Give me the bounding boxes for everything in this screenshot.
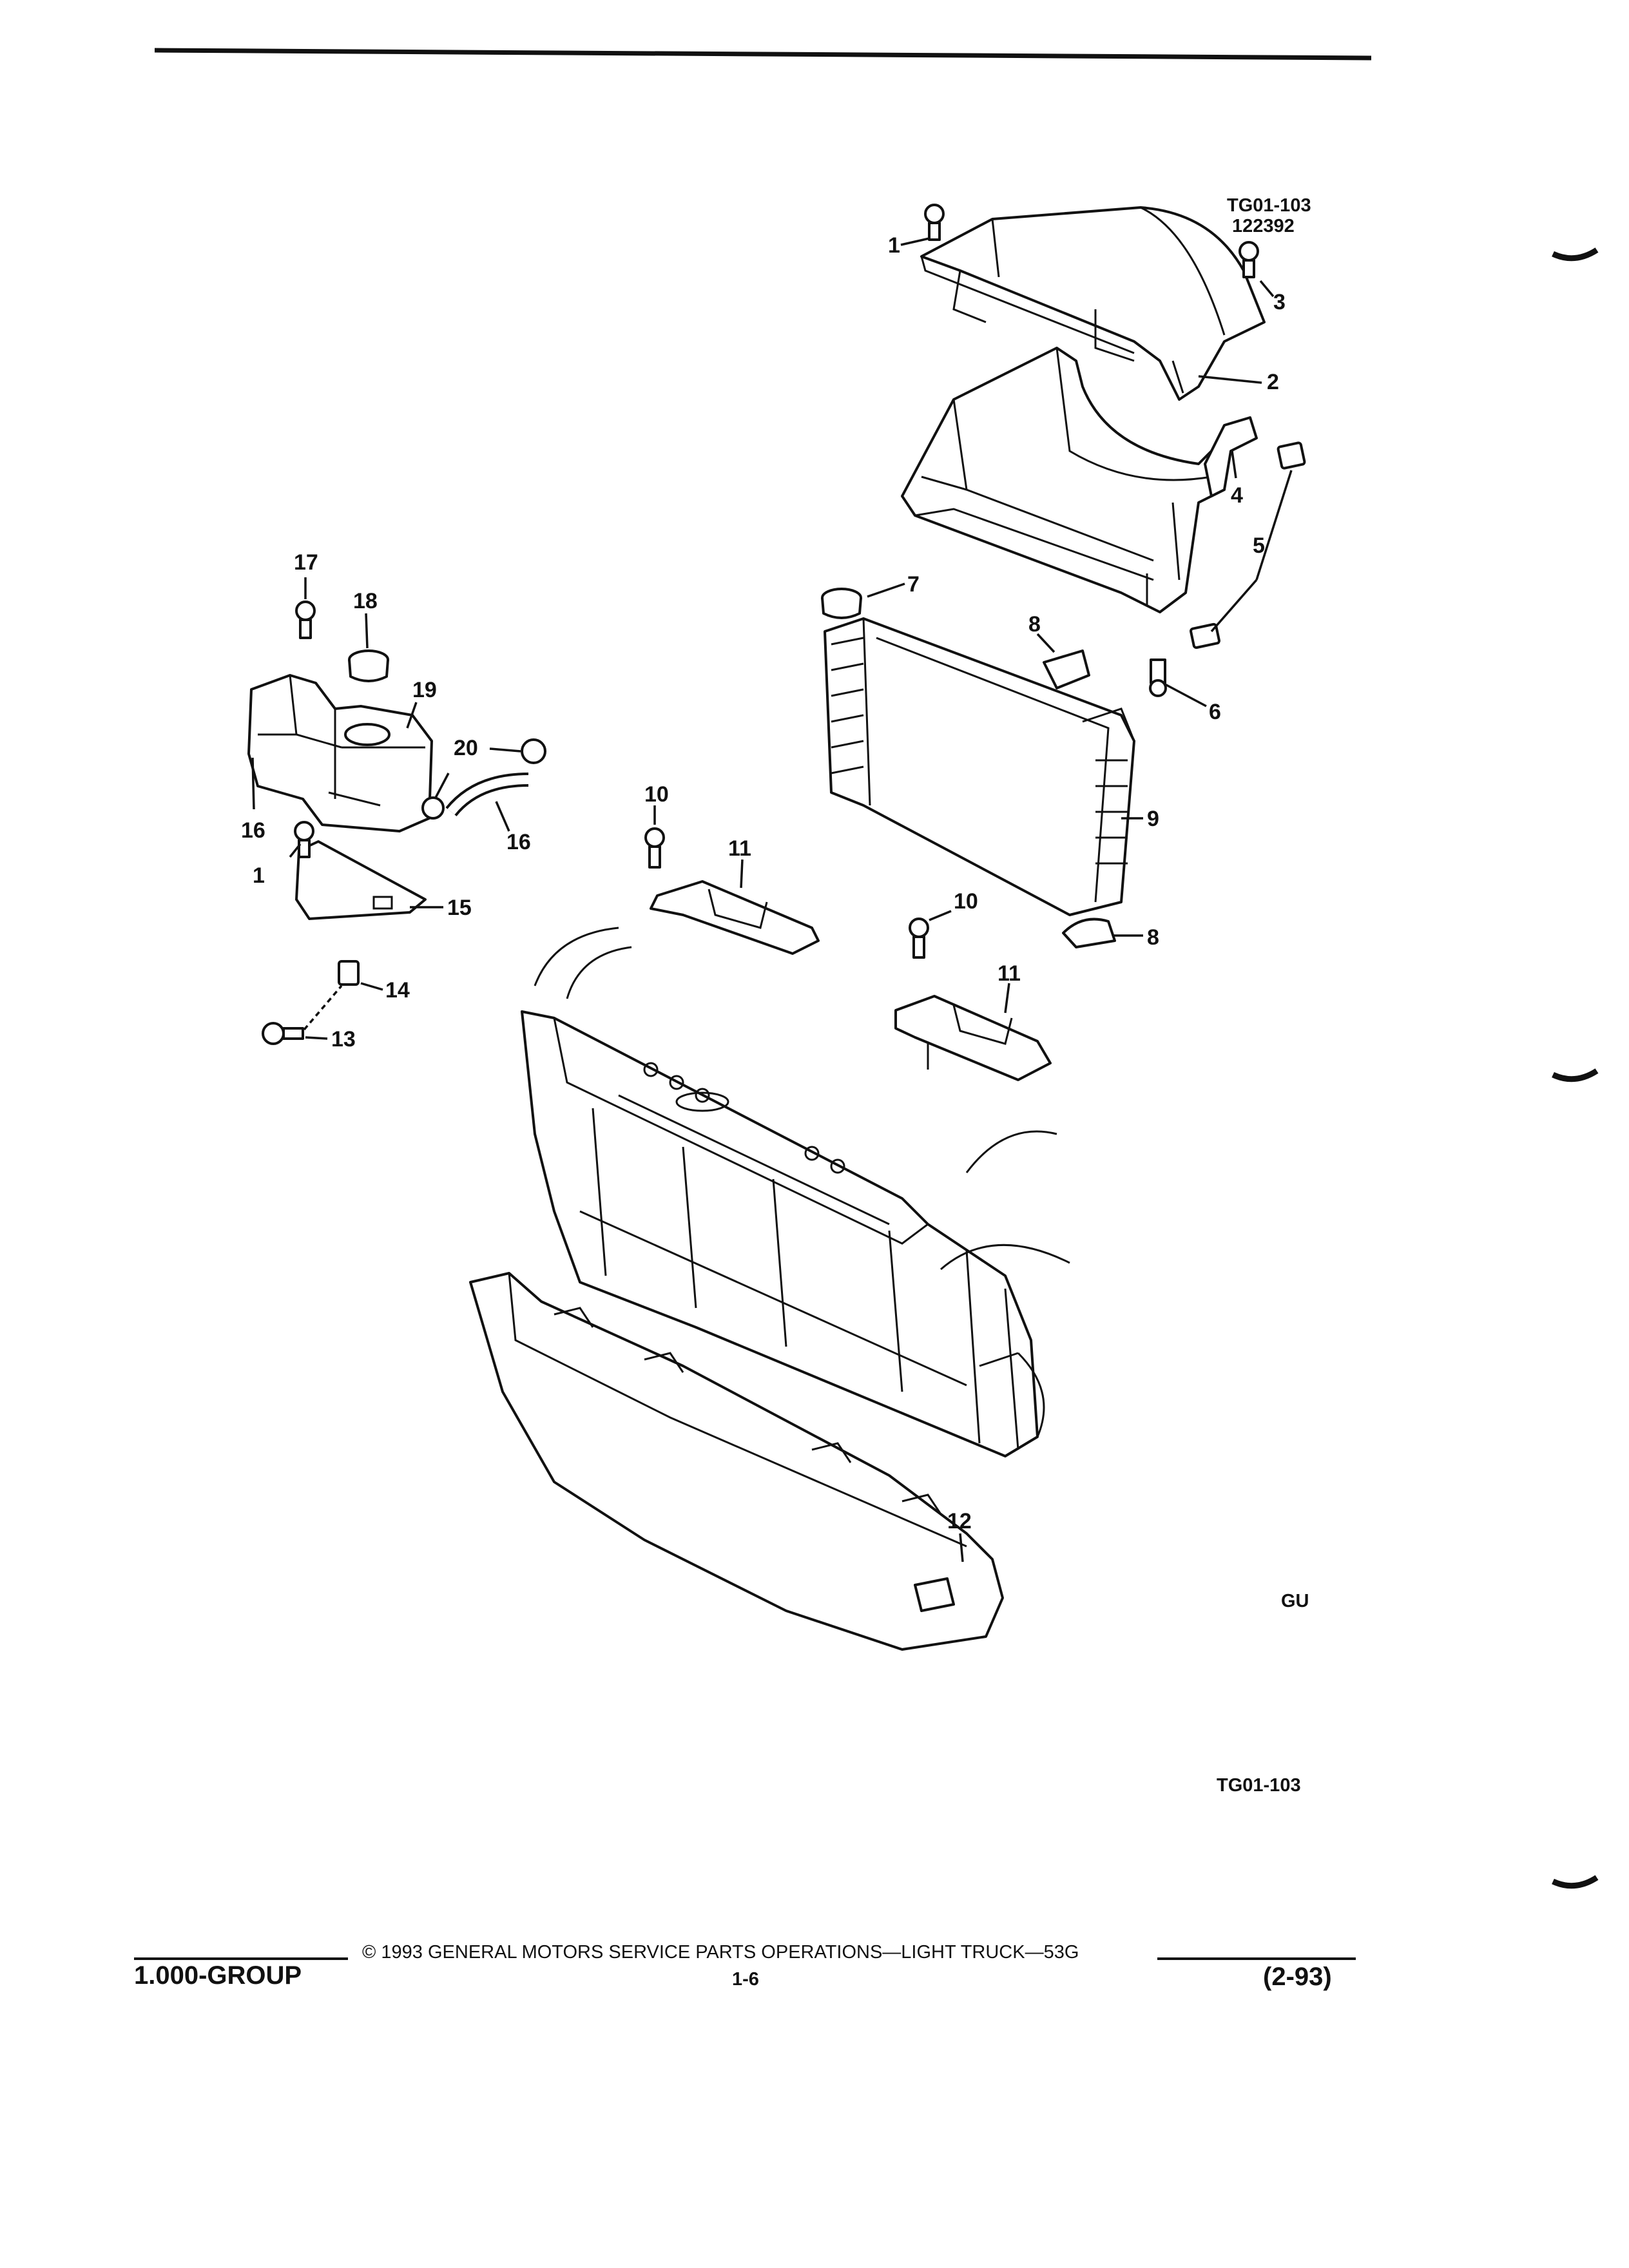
footer-copyright: © 1993 GENERAL MOTORS SERVICE PARTS OPER… [362,1942,1079,1963]
callout-8: 8 [1028,612,1041,637]
callout-14: 14 [385,978,410,1003]
figure-bottom-ref: TG01-103 [1217,1775,1301,1796]
callout-2: 2 [1267,370,1279,394]
callout-12: 12 [947,1509,972,1533]
coolant-reservoir [247,674,433,832]
callout-16-hose: 16 [506,830,531,854]
insulator-upper [1043,649,1090,689]
radiator-support-bracket-left [650,880,820,955]
bolt-bracket-right [909,918,929,959]
radiator-support-bracket-right [894,995,1052,1081]
callout-6: 6 [1209,700,1221,724]
insulator-lower [1062,918,1116,948]
callout-8-lower: 8 [1147,925,1159,950]
radiator-support-assembly [521,927,1070,1457]
bolt-nut [262,1022,304,1045]
callout-19: 19 [412,678,437,702]
footer-group: 1.000-GROUP [134,1961,302,1990]
reservoir-cap [348,649,389,682]
clip-upper [1277,441,1306,470]
fan-shroud-upper [920,206,1266,401]
callout-20: 20 [454,736,478,760]
callout-13: 13 [331,1027,356,1052]
callout-18: 18 [353,589,378,613]
callout-11: 11 [728,836,751,861]
binder-mark [1552,247,1599,262]
fan-shroud-lower [901,347,1226,613]
bolt-bracket [294,821,314,858]
bolt-reservoir-top [295,601,316,639]
figure-ref-date: 122392 [1232,216,1295,236]
radiator [824,617,1135,916]
callout-10-right: 10 [954,889,978,914]
callout-5: 5 [1253,533,1265,558]
callout-1-lower: 1 [253,863,265,888]
lower-air-deflector [469,1272,1004,1651]
reservoir-bracket [295,840,427,920]
callout-10: 10 [644,782,669,807]
binder-mark [1552,1875,1599,1889]
hose-clamp-left [421,796,445,820]
hose-clamp-right [521,738,546,764]
callout-labels: 1 2 3 4 5 6 7 8 9 10 11 12 13 14 15 16 1… [241,233,1286,1533]
callout-16: 16 [241,818,265,843]
callout-7: 7 [907,572,920,597]
callout-9: 9 [1147,807,1159,831]
leader-lines [251,237,1275,1562]
radiator-cap [821,588,862,619]
drain-cock [1149,658,1167,697]
callout-1: 1 [888,233,900,258]
bolt-shroud-left [924,204,945,241]
binder-mark [1552,1068,1599,1082]
bolt-bracket-left [644,827,665,869]
callout-3: 3 [1273,290,1286,314]
callout-15: 15 [447,896,472,920]
top-rule [154,48,1372,61]
callout-17: 17 [294,550,318,575]
bolt-shroud-right [1239,241,1259,278]
shroud-bracket [1204,416,1258,497]
corner-mark: GU [1281,1591,1309,1611]
bracket-nut [338,960,360,986]
callout-4: 4 [1231,483,1243,508]
callout-11-right: 11 [998,961,1021,986]
footer-page-number: 1-6 [732,1969,759,1990]
figure-ref-id: TG01-103 [1227,195,1311,216]
footer-date: (2-93) [1263,1963,1332,1991]
